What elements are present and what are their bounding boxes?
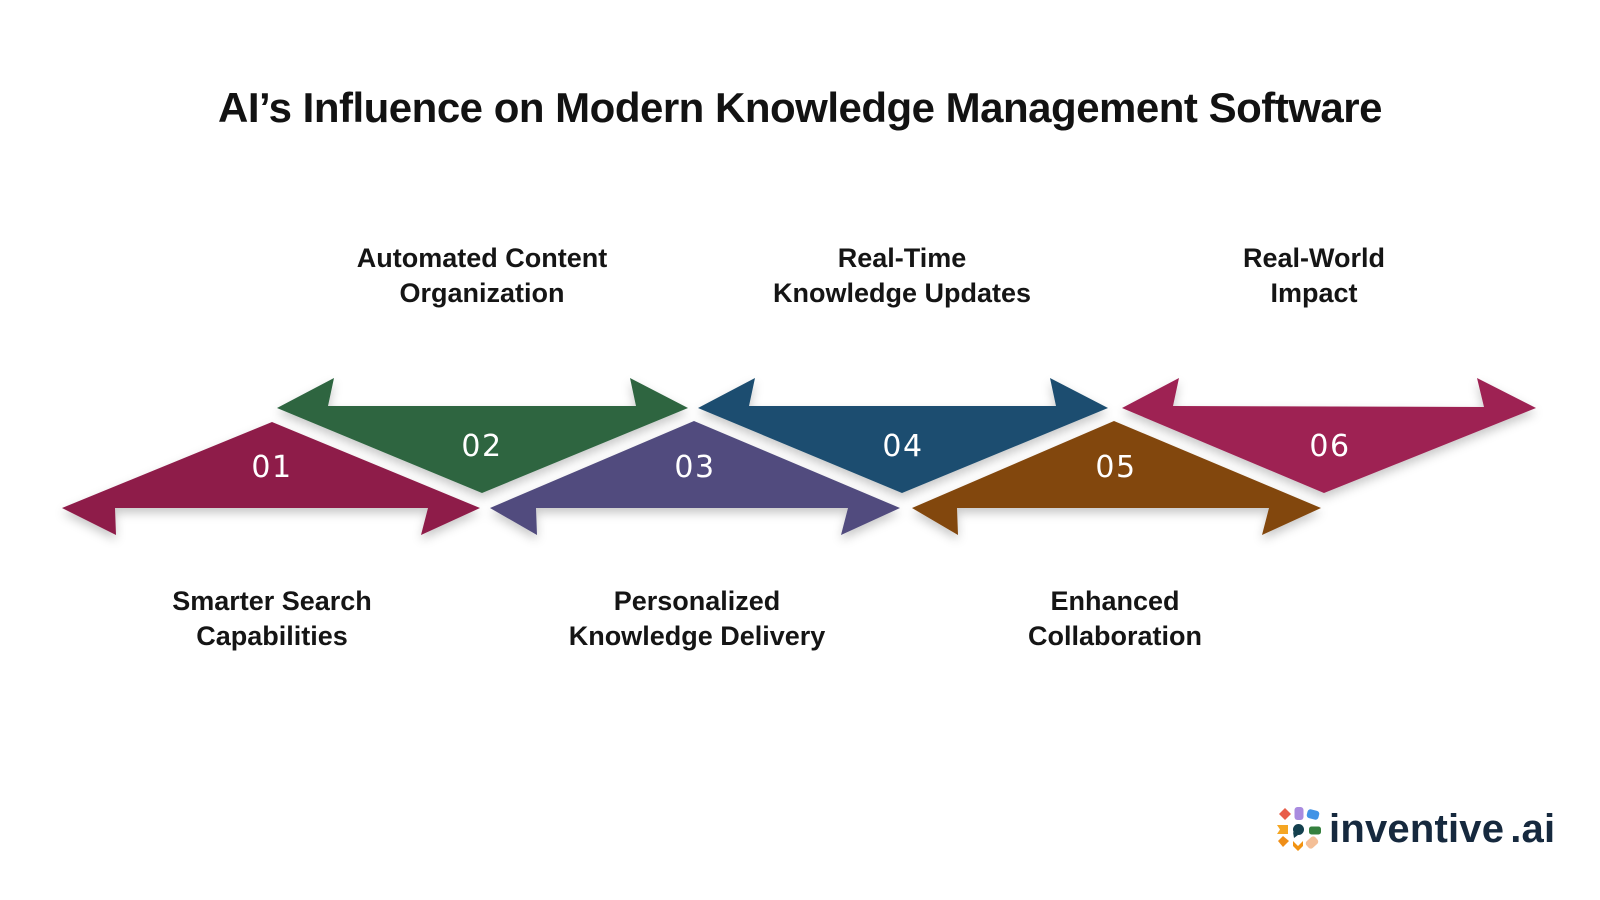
- step-label-02: Automated Content Organization: [252, 241, 712, 311]
- logo-petal-orange-chevron: [1293, 841, 1303, 851]
- step-label-06: Real-World Impact: [1084, 241, 1544, 311]
- step-number-01: 01: [251, 450, 292, 485]
- arrow-shape-04: [698, 378, 1108, 493]
- step-number-04: 04: [882, 429, 923, 464]
- arrow-shape-05: [912, 421, 1321, 535]
- step-number-06: 06: [1309, 429, 1350, 464]
- step-label-01-line1: Smarter Search: [172, 586, 372, 616]
- step-label-06-line2: Impact: [1270, 278, 1358, 308]
- arrow-shape-06: [1122, 378, 1536, 493]
- logo-petal-red: [1279, 808, 1291, 820]
- logo-text-main: inventive: [1329, 807, 1505, 851]
- step-label-05: Enhanced Collaboration: [885, 584, 1345, 654]
- page-title: AI’s Influence on Modern Knowledge Manag…: [218, 84, 1382, 131]
- logo-petal-amber: [1278, 836, 1289, 847]
- logo-center-tail: [1293, 832, 1298, 838]
- arrow-shape-02: [277, 378, 688, 493]
- logo-petal-green: [1309, 826, 1321, 835]
- step-label-04-line1: Real-Time: [837, 243, 967, 273]
- step-number-03: 03: [674, 450, 715, 485]
- step-label-05-line2: Collaboration: [1028, 621, 1202, 651]
- step-label-05-line1: Enhanced: [1050, 586, 1180, 616]
- step-label-03-line2: Knowledge Delivery: [568, 621, 826, 651]
- step-label-01: Smarter Search Capabilities: [42, 584, 502, 654]
- starburst-icon: [1277, 807, 1321, 851]
- logo-petal-purple: [1294, 807, 1304, 820]
- step-label-02-line2: Organization: [399, 278, 565, 308]
- step-label-02-line1: Automated Content: [356, 243, 608, 273]
- step-label-01-line2: Capabilities: [196, 621, 348, 651]
- step-number-02: 02: [461, 429, 502, 464]
- logo-wordmark: inventive.ai: [1329, 805, 1555, 853]
- arrow-shape-03: [490, 421, 900, 535]
- arrow-shape-01: [62, 422, 480, 535]
- step-number-05: 05: [1095, 450, 1136, 485]
- step-label-06-line1: Real-World: [1242, 243, 1385, 273]
- logo: inventive.ai: [1276, 804, 1555, 854]
- logo-petal-blue: [1306, 809, 1320, 820]
- logo-petal-flag: [1277, 825, 1288, 834]
- step-label-03: Personalized Knowledge Delivery: [467, 584, 927, 654]
- logo-text-suffix: .ai: [1510, 807, 1556, 851]
- logo-center-dot: [1293, 824, 1304, 835]
- step-label-03-line1: Personalized: [613, 586, 781, 616]
- logo-petal-peach: [1305, 836, 1319, 849]
- step-label-04: Real-Time Knowledge Updates: [672, 241, 1132, 311]
- step-label-04-line2: Knowledge Updates: [772, 278, 1032, 308]
